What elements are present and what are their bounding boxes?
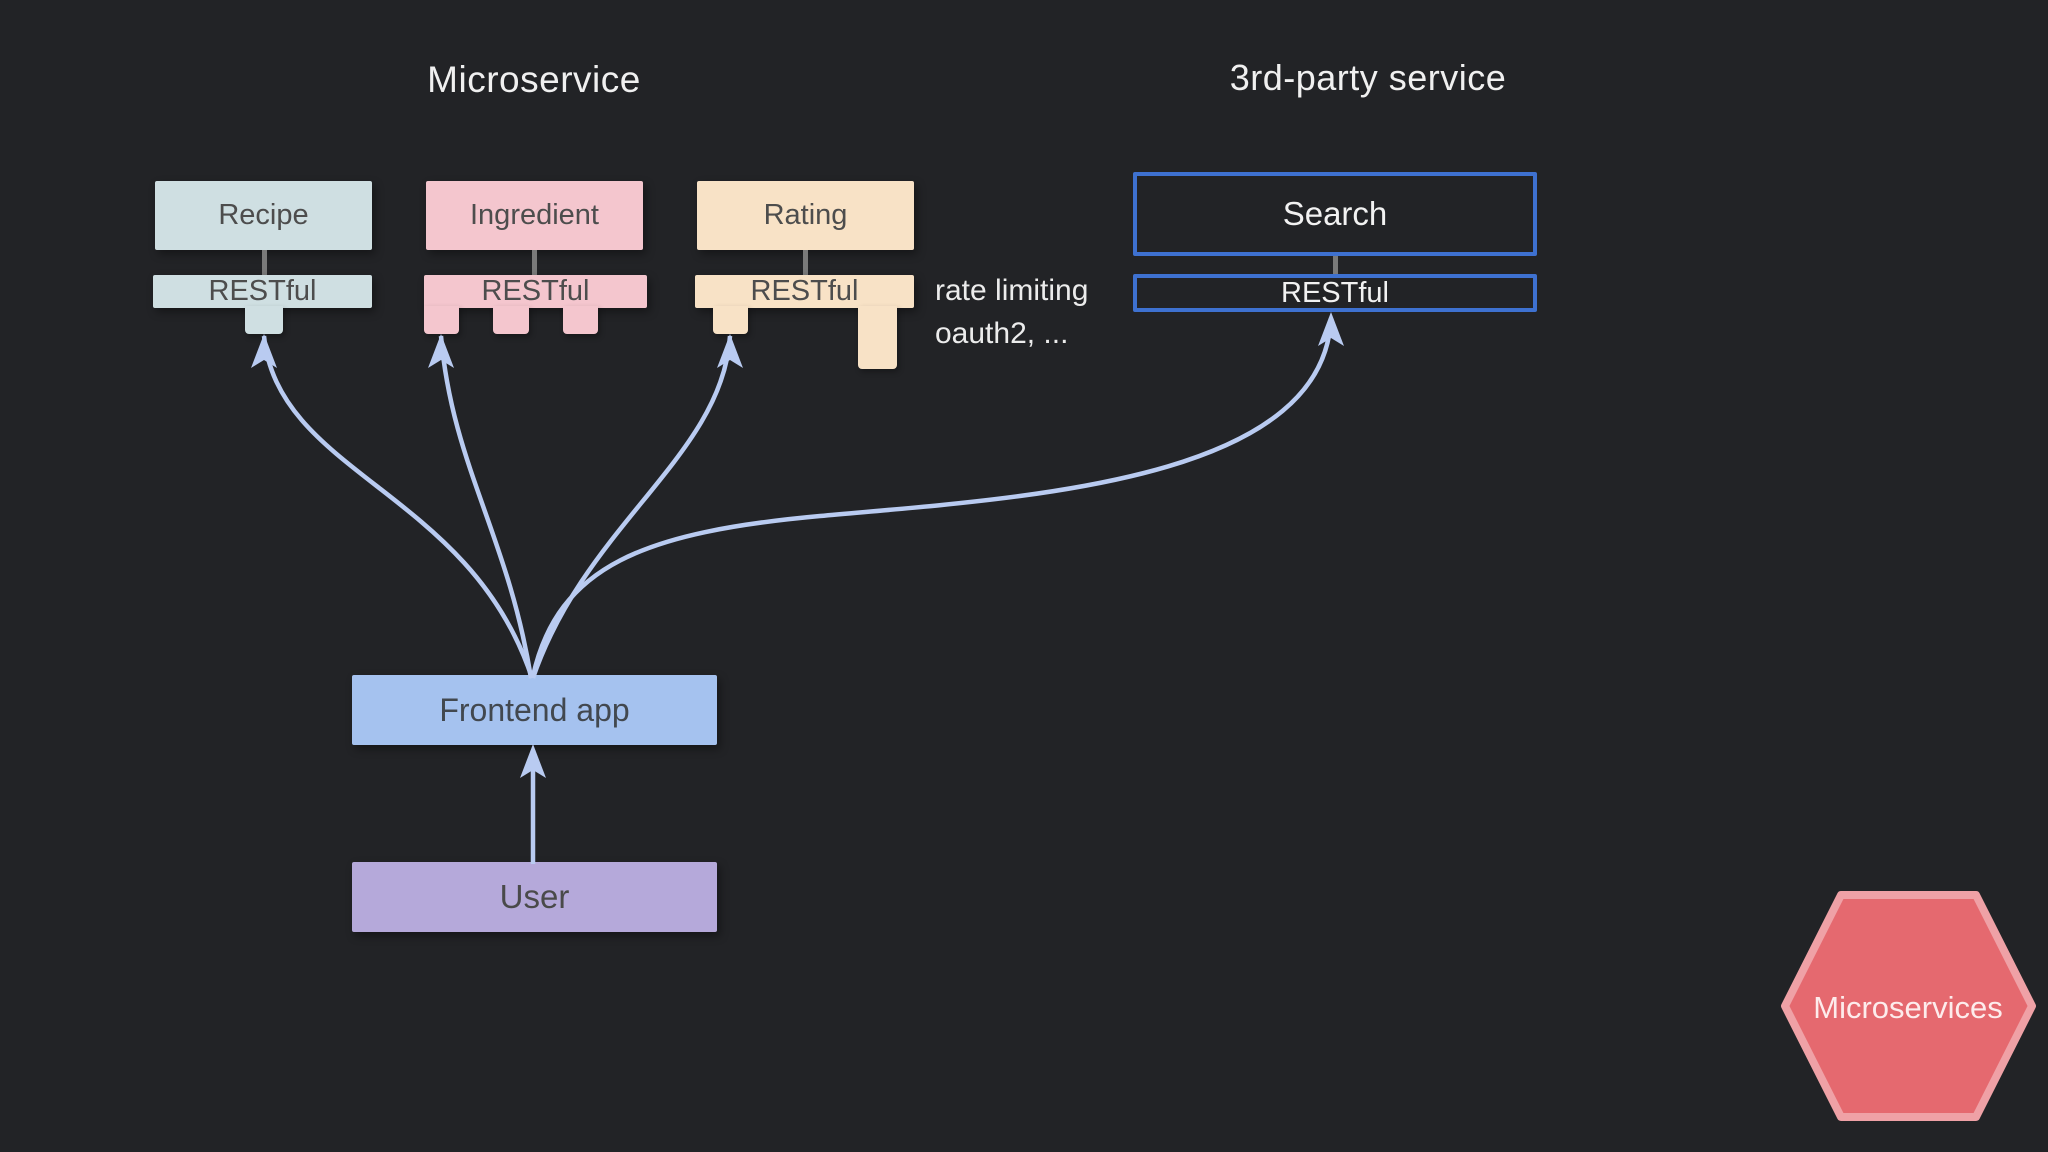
hexagon-shape bbox=[1781, 891, 2036, 1121]
ingredient-connector-line bbox=[532, 250, 537, 277]
arrow-curves bbox=[261, 317, 1334, 864]
annotation-line-2: oauth2, ... bbox=[935, 317, 1069, 350]
frontend-app-box: Frontend app bbox=[352, 675, 717, 745]
gateway-annotation: rate limiting oauth2, ... bbox=[935, 269, 1088, 355]
recipe-service-box: Recipe bbox=[155, 181, 372, 250]
recipe-restful-interface: RESTful bbox=[153, 275, 372, 308]
arrow-frontend-to-ingredient bbox=[438, 335, 534, 679]
microservice-section-title: Microservice bbox=[427, 59, 641, 100]
search-connector-line bbox=[1333, 256, 1338, 275]
arrow-frontend-to-recipe bbox=[261, 335, 535, 679]
rating-restful-interface: RESTful bbox=[695, 275, 914, 308]
rating-service-box: Rating bbox=[697, 181, 914, 250]
rating-connector-line bbox=[803, 250, 808, 277]
arrowhead-recipe bbox=[251, 334, 277, 368]
recipe-connector-line bbox=[262, 250, 267, 277]
annotation-line-1: rate limiting bbox=[935, 274, 1089, 307]
third-party-section-title: 3rd-party service bbox=[1229, 57, 1507, 98]
ingredient-interface-tooth bbox=[493, 306, 529, 334]
ingredient-service-box: Ingredient bbox=[426, 181, 643, 250]
recipe-interface-tooth bbox=[245, 306, 283, 334]
ingredient-interface-tooth bbox=[563, 306, 598, 334]
search-service-box: Search bbox=[1133, 172, 1537, 256]
ingredient-restful-interface: RESTful bbox=[424, 275, 647, 308]
search-restful-interface: RESTful bbox=[1133, 274, 1537, 312]
arrowhead-ingredient bbox=[428, 334, 454, 368]
ingredient-interface-tooth bbox=[424, 306, 459, 334]
badge-label: Microservices bbox=[1813, 990, 2002, 1025]
arrow-frontend-to-rating bbox=[530, 335, 733, 679]
rating-interface-long-tooth bbox=[858, 306, 897, 369]
arrowhead-user bbox=[520, 744, 546, 778]
rating-interface-tooth bbox=[713, 306, 748, 334]
user-box: User bbox=[352, 862, 717, 932]
arrowhead-search bbox=[1318, 312, 1344, 346]
arrow-frontend-to-search bbox=[530, 317, 1334, 677]
microservices-badge: Microservices bbox=[1781, 891, 2036, 1121]
arrowhead-rating bbox=[717, 334, 743, 368]
